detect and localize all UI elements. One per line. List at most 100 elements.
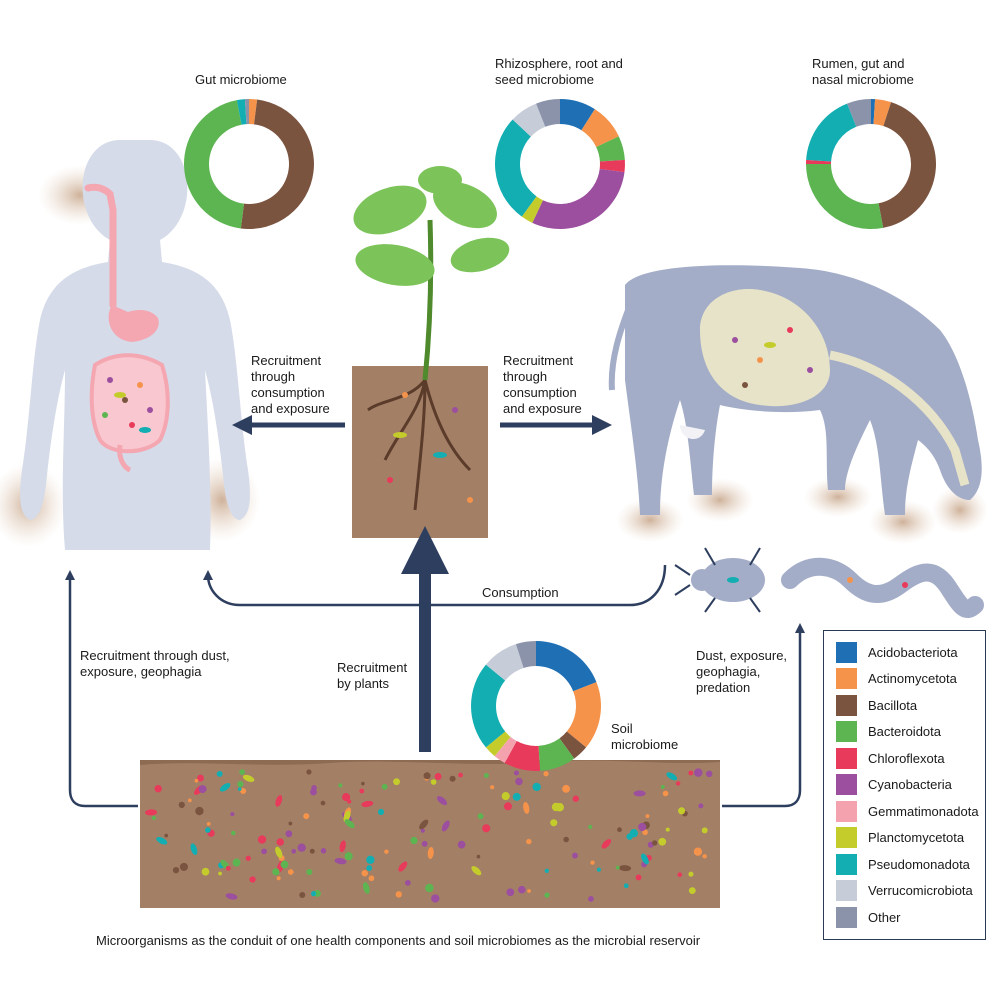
soil-microbe <box>280 860 289 869</box>
donut-rhizosphere <box>495 99 625 229</box>
soil-microbe <box>550 819 558 827</box>
soil-microbe <box>477 813 484 820</box>
soil-microbe <box>344 852 353 861</box>
soil-microbe <box>334 858 347 865</box>
soil-microbe <box>237 787 242 791</box>
soil-microbe <box>249 876 256 883</box>
soil-microbe <box>572 795 579 802</box>
soil-microbe <box>434 773 442 780</box>
soil-microbe <box>288 821 293 826</box>
soil-microbe <box>544 892 550 898</box>
donut-segment-bacillota <box>240 99 314 229</box>
arrows <box>65 415 805 808</box>
legend-label: Actinomycetota <box>868 671 957 686</box>
soil-microbe <box>458 772 463 778</box>
soil-microbe <box>629 829 638 838</box>
donut-segment-verrucomicrobiota <box>512 103 546 137</box>
donut-segment-other <box>847 99 871 127</box>
soil-microbe <box>642 829 648 836</box>
legend-swatch <box>836 880 857 901</box>
legend-swatch <box>836 827 857 848</box>
donut-segment-actinomycetota <box>581 109 619 147</box>
legend-item: Actinomycetota <box>836 668 957 690</box>
legend-item: Chloroflexota <box>836 747 945 769</box>
soil-microbe <box>675 781 681 786</box>
donut-segment-other <box>244 99 249 125</box>
soil-microbe <box>693 847 703 856</box>
donut-segment-gemmatimonadota <box>494 736 517 763</box>
legend-item: Acidobacteriota <box>836 641 958 663</box>
soil-microbe <box>527 889 531 893</box>
soil-microbe <box>393 778 400 786</box>
donut-soil <box>471 641 601 772</box>
soil-microbe <box>551 802 561 812</box>
soil-microbe <box>449 775 456 782</box>
soil-microbe <box>366 855 375 864</box>
soil-microbe <box>512 792 521 801</box>
soil-microbe <box>361 800 374 808</box>
legend-item: Cyanobacteria <box>836 774 952 796</box>
soil-microbe <box>242 774 255 782</box>
soil-microbe <box>395 891 402 898</box>
soil-microbe <box>368 875 375 882</box>
donut-segment-acidobacteriota <box>871 99 876 125</box>
soil-microbe <box>275 846 283 859</box>
soil-microbe <box>666 772 678 781</box>
soil-microbiome-title: Soil microbiome <box>611 721 679 752</box>
soil-microbe <box>678 807 686 815</box>
soil-microbe <box>361 781 365 786</box>
soil-microbe <box>588 895 594 902</box>
donut-gut <box>184 99 314 229</box>
soil-microbe <box>230 812 235 817</box>
legend-label: Other <box>868 909 901 925</box>
soil-microbe <box>188 798 192 803</box>
soil-microbe <box>652 840 658 846</box>
soil-microbe <box>344 819 355 829</box>
legend-swatch <box>836 800 857 822</box>
soil-microbe <box>431 894 440 903</box>
soil-microbe <box>195 806 204 816</box>
soil-microbe <box>216 770 223 777</box>
soil-microbe <box>320 848 327 854</box>
soil-microbe <box>588 824 593 829</box>
legend-item: Pseudomonadota <box>836 853 970 875</box>
donut-segment-bacteroidota <box>596 136 625 162</box>
soil-microbe <box>359 788 365 794</box>
legend-swatch <box>836 747 857 769</box>
soil-microbe <box>410 836 418 845</box>
soil-microbe <box>381 783 388 790</box>
gut-microbiome-title: Gut microbiome <box>195 72 287 87</box>
soil-microbe <box>151 816 156 821</box>
donut-segment-pseudomonadota <box>495 119 537 217</box>
soil-microbe <box>419 819 429 830</box>
legend-item: Other <box>836 906 901 928</box>
soil-microbe <box>232 858 241 867</box>
donut-segment-planctomycetota <box>485 731 511 757</box>
legend-label: Bacteroidota <box>868 724 941 739</box>
donut-segment-chloroflexota <box>599 159 625 173</box>
legend-item: Bacillota <box>836 694 917 716</box>
legend-label: Planctomycetota <box>868 830 965 845</box>
soil-microbe <box>641 853 649 865</box>
soil-microbe <box>638 822 647 832</box>
legend-swatch <box>836 774 857 795</box>
soil-microbe <box>543 771 549 777</box>
donut-segment-chloroflexota <box>806 159 832 164</box>
soil-microbe <box>362 882 370 894</box>
legend-label: Cyanobacteria <box>868 777 952 792</box>
soil-microbe <box>405 879 411 886</box>
soil-microbe <box>615 865 620 870</box>
soil-microbe <box>513 770 520 776</box>
soil-microbe <box>299 891 306 898</box>
soil-microbe <box>245 855 251 861</box>
soil-microbe <box>544 868 549 873</box>
soil-microbe <box>276 838 284 846</box>
soil-microbe <box>633 790 646 797</box>
legend-item: Bacteroidota <box>836 721 941 743</box>
soil-microbe <box>377 808 385 816</box>
legend-label: Verrucomicrobiota <box>868 883 973 898</box>
donut-segment-bacteroidota <box>806 164 884 230</box>
soil-microbe <box>225 893 238 900</box>
